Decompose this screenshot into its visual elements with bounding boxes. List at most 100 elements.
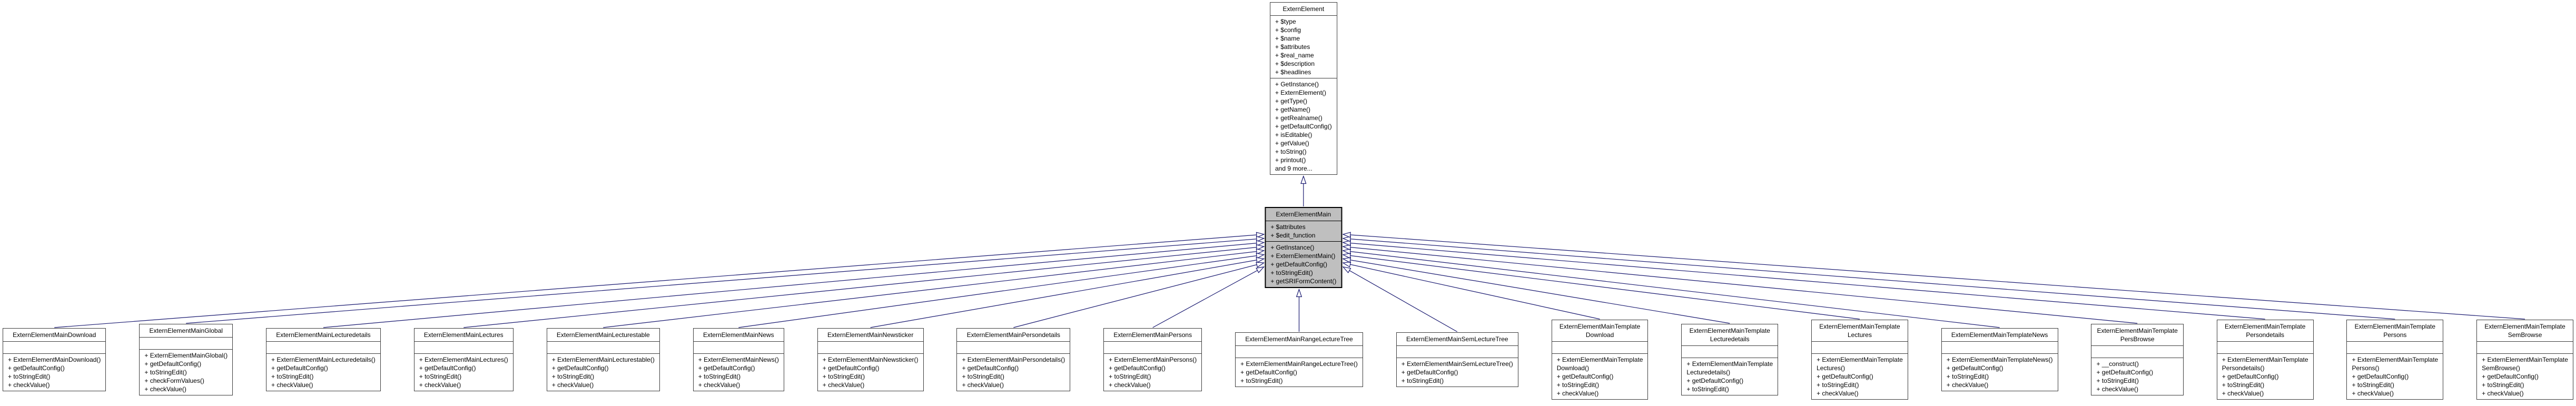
- class-member: + getDefaultConfig(): [551, 364, 609, 372]
- class-methods: + __construct()+ getDefaultConfig()+ toS…: [2091, 358, 2183, 395]
- class-member: + ExternElementMainRangeLectureTree(): [1240, 360, 1358, 368]
- class-member: + getDefaultConfig(): [144, 360, 202, 368]
- class-member: + ExternElementMainPersondetails(): [962, 356, 1065, 363]
- class-node-extern-element-main-lectures[interactable]: ExternElementMainLectures + ExternElemen…: [413, 328, 514, 391]
- class-node-extern-element-main-lecturedetails[interactable]: ExternElementMainLecturedetails + Extern…: [266, 328, 381, 391]
- class-node-extern-element-main: ExternElementMain + $attributes+ $edit_f…: [1265, 207, 1343, 288]
- class-member: + checkValue(): [1946, 381, 1989, 389]
- class-node-extern-element[interactable]: ExternElement + $type+ $config+ $name+ $…: [1269, 2, 1337, 175]
- class-member: + getDefaultConfig(): [1109, 364, 1166, 372]
- class-methods: + ExternElementMainDownload()+ getDefaul…: [3, 354, 105, 391]
- class-member: + ExternElementMainNews(): [698, 356, 779, 363]
- class-member: + ExternElementMainLecturedetails(): [271, 356, 376, 363]
- class-member: + ExternElementMainTemplateNews(): [1946, 356, 2053, 363]
- class-member: + $name: [1275, 35, 1300, 42]
- class-node-extern-element-main-template-lectures[interactable]: ExternElementMainTemplate Lectures + Ext…: [1811, 320, 1908, 400]
- class-attributes: [957, 342, 1070, 354]
- class-attributes: [140, 338, 233, 350]
- class-member: + checkValue(): [698, 381, 741, 389]
- class-node-extern-element-main-template-persons[interactable]: ExternElementMainTemplate Persons + Exte…: [2346, 320, 2444, 400]
- class-member: + ExternElementMainTemplate Persons(): [2352, 356, 2439, 372]
- class-node-extern-element-main-persons[interactable]: ExternElementMainPersons + ExternElement…: [1103, 328, 1202, 391]
- class-member: + getName(): [1275, 106, 1311, 113]
- class-attributes: [2347, 342, 2443, 354]
- class-methods: + ExternElementMainTemplate Persondetail…: [2217, 354, 2313, 399]
- class-member: + checkValue(): [962, 381, 1004, 389]
- class-node-extern-element-main-range-lecture-tree[interactable]: ExternElementMainRangeLectureTree + Exte…: [1235, 332, 1363, 387]
- class-title: ExternElementMain: [1266, 208, 1341, 221]
- class-node-extern-element-main-template-persondetails[interactable]: ExternElementMainTemplate Persondetails …: [2216, 320, 2314, 400]
- class-member: + checkValue(): [551, 381, 594, 389]
- class-member: + checkValue(): [822, 381, 865, 389]
- class-member: + checkValue(): [1556, 390, 1599, 397]
- class-member: + GetInstance(): [1270, 244, 1315, 251]
- class-methods: + ExternElementMainSemLectureTree()+ get…: [1397, 358, 1518, 387]
- class-member: + getDefaultConfig(): [2222, 373, 2279, 380]
- class-member: + getDefaultConfig(): [962, 364, 1019, 372]
- class-member: + checkValue(): [144, 385, 186, 393]
- class-member: + ExternElementMainTemplate Persondetail…: [2222, 356, 2308, 372]
- class-member: + getDefaultConfig(): [1686, 377, 1744, 384]
- class-member: + getDefaultConfig(): [822, 364, 880, 372]
- class-member: + $edit_function: [1270, 232, 1316, 239]
- class-member: + toStringEdit(): [962, 373, 1004, 380]
- class-attributes: [817, 342, 923, 354]
- class-attributes: [1396, 346, 1518, 358]
- class-methods: + ExternElementMainGlobal()+ getDefaultC…: [140, 350, 232, 395]
- class-member: + $attributes: [1275, 43, 1310, 51]
- class-member: + ExternElementMainTemplate Lectures(): [1817, 356, 1903, 372]
- class-member: + ExternElementMainLectures(): [419, 356, 508, 363]
- class-node-extern-element-main-newsticker[interactable]: ExternElementMainNewsticker + ExternElem…: [817, 328, 924, 391]
- class-member: + getValue(): [1275, 140, 1309, 147]
- class-methods: + ExternElementMainLecturedetails()+ get…: [267, 354, 380, 391]
- class-member: + ExternElementMainLecturestable(): [551, 356, 655, 363]
- class-node-extern-element-main-template-pers-browse[interactable]: ExternElementMainTemplate PersBrowse + _…: [2091, 324, 2184, 395]
- class-member: + getType(): [1275, 97, 1308, 105]
- class-member: + checkValue(): [8, 381, 50, 389]
- class-member: + toStringEdit(): [2096, 377, 2139, 384]
- class-title: ExternElementMainLecturestable: [547, 329, 659, 342]
- class-node-extern-element-main-download[interactable]: ExternElementMainDownload + ExternElemen…: [3, 328, 106, 391]
- class-node-extern-element-main-lecturestable[interactable]: ExternElementMainLecturestable + ExternE…: [546, 328, 660, 391]
- class-title: ExternElementMainTemplate Lecturedetails: [1682, 324, 1778, 346]
- class-methods: + ExternElementMainTemplate Lecturedetai…: [1682, 358, 1778, 395]
- class-node-extern-element-main-persondetails[interactable]: ExternElementMainPersondetails + ExternE…: [956, 328, 1071, 391]
- class-node-extern-element-main-template-download[interactable]: ExternElementMainTemplate Download + Ext…: [1551, 320, 1649, 400]
- class-title: ExternElementMainSemLectureTree: [1396, 333, 1518, 346]
- derived-classes-row: ExternElementMainDownload + ExternElemen…: [0, 316, 2576, 403]
- class-methods: + ExternElementMainTemplateNews()+ getDe…: [1942, 354, 2058, 391]
- class-member: + isEditable(): [1275, 131, 1312, 138]
- class-attributes: + $attributes+ $edit_function: [1266, 221, 1341, 242]
- class-member: + toStringEdit(): [1240, 377, 1283, 384]
- class-methods: + ExternElementMainTemplate Persons()+ g…: [2347, 354, 2443, 399]
- class-member: + $headlines: [1275, 68, 1311, 76]
- class-member: + checkValue(): [2352, 390, 2394, 397]
- class-member: + toString(): [1275, 148, 1307, 155]
- class-methods: + ExternElementMainPersondetails()+ getD…: [957, 354, 1070, 391]
- class-member: + getDefaultConfig(): [1275, 123, 1332, 130]
- class-member: + getDefaultConfig(): [8, 364, 65, 372]
- class-title: ExternElementMainTemplate Lectures: [1812, 320, 1908, 342]
- class-title: ExternElementMainNews: [693, 329, 784, 342]
- class-node-extern-element-main-sem-lecture-tree[interactable]: ExternElementMainSemLectureTree + Extern…: [1396, 332, 1518, 387]
- class-attributes: [547, 342, 659, 354]
- class-attributes: [1104, 342, 1202, 354]
- class-node-extern-element-main-global[interactable]: ExternElementMainGlobal + ExternElementM…: [139, 324, 233, 395]
- class-node-extern-element-main-template-sem-browse[interactable]: ExternElementMainTemplate SemBrowse + Ex…: [2476, 320, 2573, 400]
- class-methods: + ExternElementMainNewsticker()+ getDefa…: [818, 354, 923, 391]
- class-methods: + ExternElementMainLecturestable()+ getD…: [547, 354, 659, 391]
- class-attributes: + $type+ $config+ $name+ $attributes+ $r…: [1270, 16, 1337, 78]
- class-member: + getDefaultConfig(): [1556, 373, 1614, 380]
- class-member: + toStringEdit(): [1270, 269, 1313, 276]
- class-member: + getRealname(): [1275, 114, 1322, 122]
- class-member: and 9 more...: [1275, 165, 1312, 172]
- class-attributes: [1682, 346, 1778, 358]
- class-member: + checkFormValues(): [144, 377, 204, 384]
- class-node-extern-element-main-template-news[interactable]: ExternElementMainTemplateNews + ExternEl…: [1941, 328, 2058, 391]
- class-title: ExternElementMainTemplate PersBrowse: [2091, 324, 2183, 346]
- class-node-extern-element-main-template-lecturedetails[interactable]: ExternElementMainTemplate Lecturedetails…: [1681, 324, 1779, 395]
- class-methods: + GetInstance()+ ExternElementMain()+ ge…: [1266, 242, 1341, 287]
- class-attributes: [267, 342, 380, 354]
- class-node-extern-element-main-news[interactable]: ExternElementMainNews + ExternElementMai…: [693, 328, 784, 391]
- class-member: + getDefaultConfig(): [1270, 261, 1328, 268]
